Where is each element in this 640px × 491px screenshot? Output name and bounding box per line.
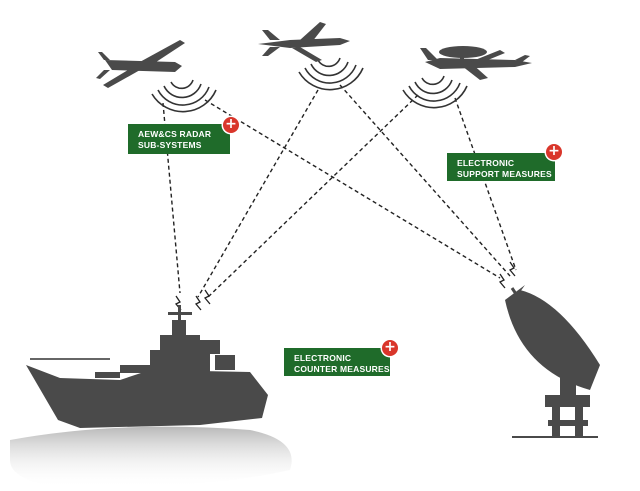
electronic-support-label-line1: ELECTRONIC bbox=[457, 158, 515, 168]
electronic-support-label-line2: SUPPORT MEASURES bbox=[457, 169, 552, 179]
link-fighter-ship bbox=[197, 89, 319, 298]
awacs-aircraft-icon bbox=[420, 46, 532, 80]
aewcs-radar-label-line2: SUB-SYSTEMS bbox=[138, 140, 202, 150]
aewcs-radar-label[interactable]: AEW&CS RADAR SUB-SYSTEMS bbox=[128, 124, 230, 154]
electronic-counter-plus-button[interactable]: + bbox=[382, 340, 398, 356]
electronic-support-plus-button[interactable]: + bbox=[546, 144, 562, 160]
link-lines bbox=[162, 84, 517, 299]
aewcs-radar-label-line1: AEW&CS RADAR bbox=[138, 129, 212, 139]
drone-icon bbox=[96, 40, 185, 88]
fighter-jet-icon bbox=[258, 22, 350, 62]
water-reflection bbox=[10, 426, 292, 489]
radar-dish-icon bbox=[505, 285, 600, 438]
electronic-counter-label-line2: COUNTER MEASURES bbox=[294, 364, 390, 374]
aewcs-radar-plus-button[interactable]: + bbox=[223, 117, 239, 133]
electronic-counter-label-line1: ELECTRONIC bbox=[294, 353, 352, 363]
warship-icon bbox=[26, 305, 268, 428]
link-awacs-radar bbox=[454, 97, 517, 271]
signal-wave-icon bbox=[151, 57, 468, 113]
electronic-counter-label[interactable]: ELECTRONIC COUNTER MEASURES bbox=[284, 348, 390, 376]
electronic-support-label[interactable]: ELECTRONIC SUPPORT MEASURES bbox=[447, 153, 555, 181]
link-fighter-radar bbox=[339, 84, 511, 277]
lightning-icon bbox=[174, 261, 516, 311]
link-drone-radar bbox=[204, 99, 501, 279]
